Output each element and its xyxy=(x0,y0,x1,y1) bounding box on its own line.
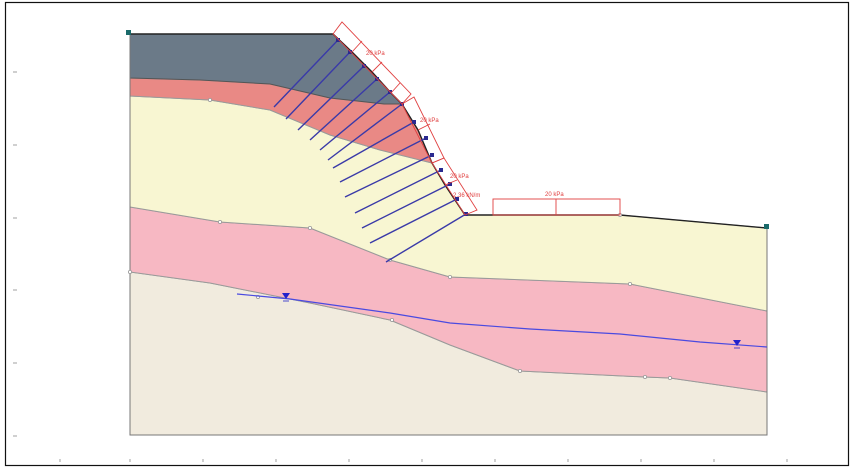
soil-nail xyxy=(344,154,433,198)
load-label-2: 20 kPa xyxy=(420,118,439,124)
soil-nail xyxy=(285,51,351,120)
load-label-3: 20 kPa xyxy=(450,174,469,180)
boundary-corner-left[interactable] xyxy=(126,30,131,35)
water-table-line[interactable] xyxy=(236,293,768,348)
soil-nail xyxy=(319,91,391,151)
load-label-1: 20 kPa xyxy=(366,51,385,57)
soil-nail xyxy=(297,65,365,131)
soil-nail xyxy=(361,183,451,229)
slope-load-3[interactable] xyxy=(431,157,478,216)
slope-load-1[interactable] xyxy=(332,21,412,105)
water-table-marker-left xyxy=(282,293,290,302)
load-label-4: 2.36 kN/m xyxy=(453,193,480,199)
ground-surface xyxy=(130,33,768,229)
soil-nail xyxy=(332,121,415,169)
soil-nail xyxy=(327,103,403,161)
soil-nail xyxy=(309,78,378,141)
load-label-5: 20 kPa xyxy=(545,192,564,198)
crest-load[interactable] xyxy=(492,198,621,216)
model-boundary xyxy=(129,34,768,436)
left-axis xyxy=(13,71,17,437)
boundary-corner-right[interactable] xyxy=(764,224,769,229)
water-table-marker-right xyxy=(733,340,741,349)
layer-vertices[interactable] xyxy=(127,98,673,380)
soil-nail xyxy=(339,137,427,183)
soil-nail xyxy=(369,198,458,244)
soil-nail xyxy=(354,169,442,214)
bottom-axis xyxy=(59,459,788,462)
soil-nails[interactable] xyxy=(273,39,467,263)
soil-nail xyxy=(385,213,467,263)
soil-nail xyxy=(273,39,339,108)
